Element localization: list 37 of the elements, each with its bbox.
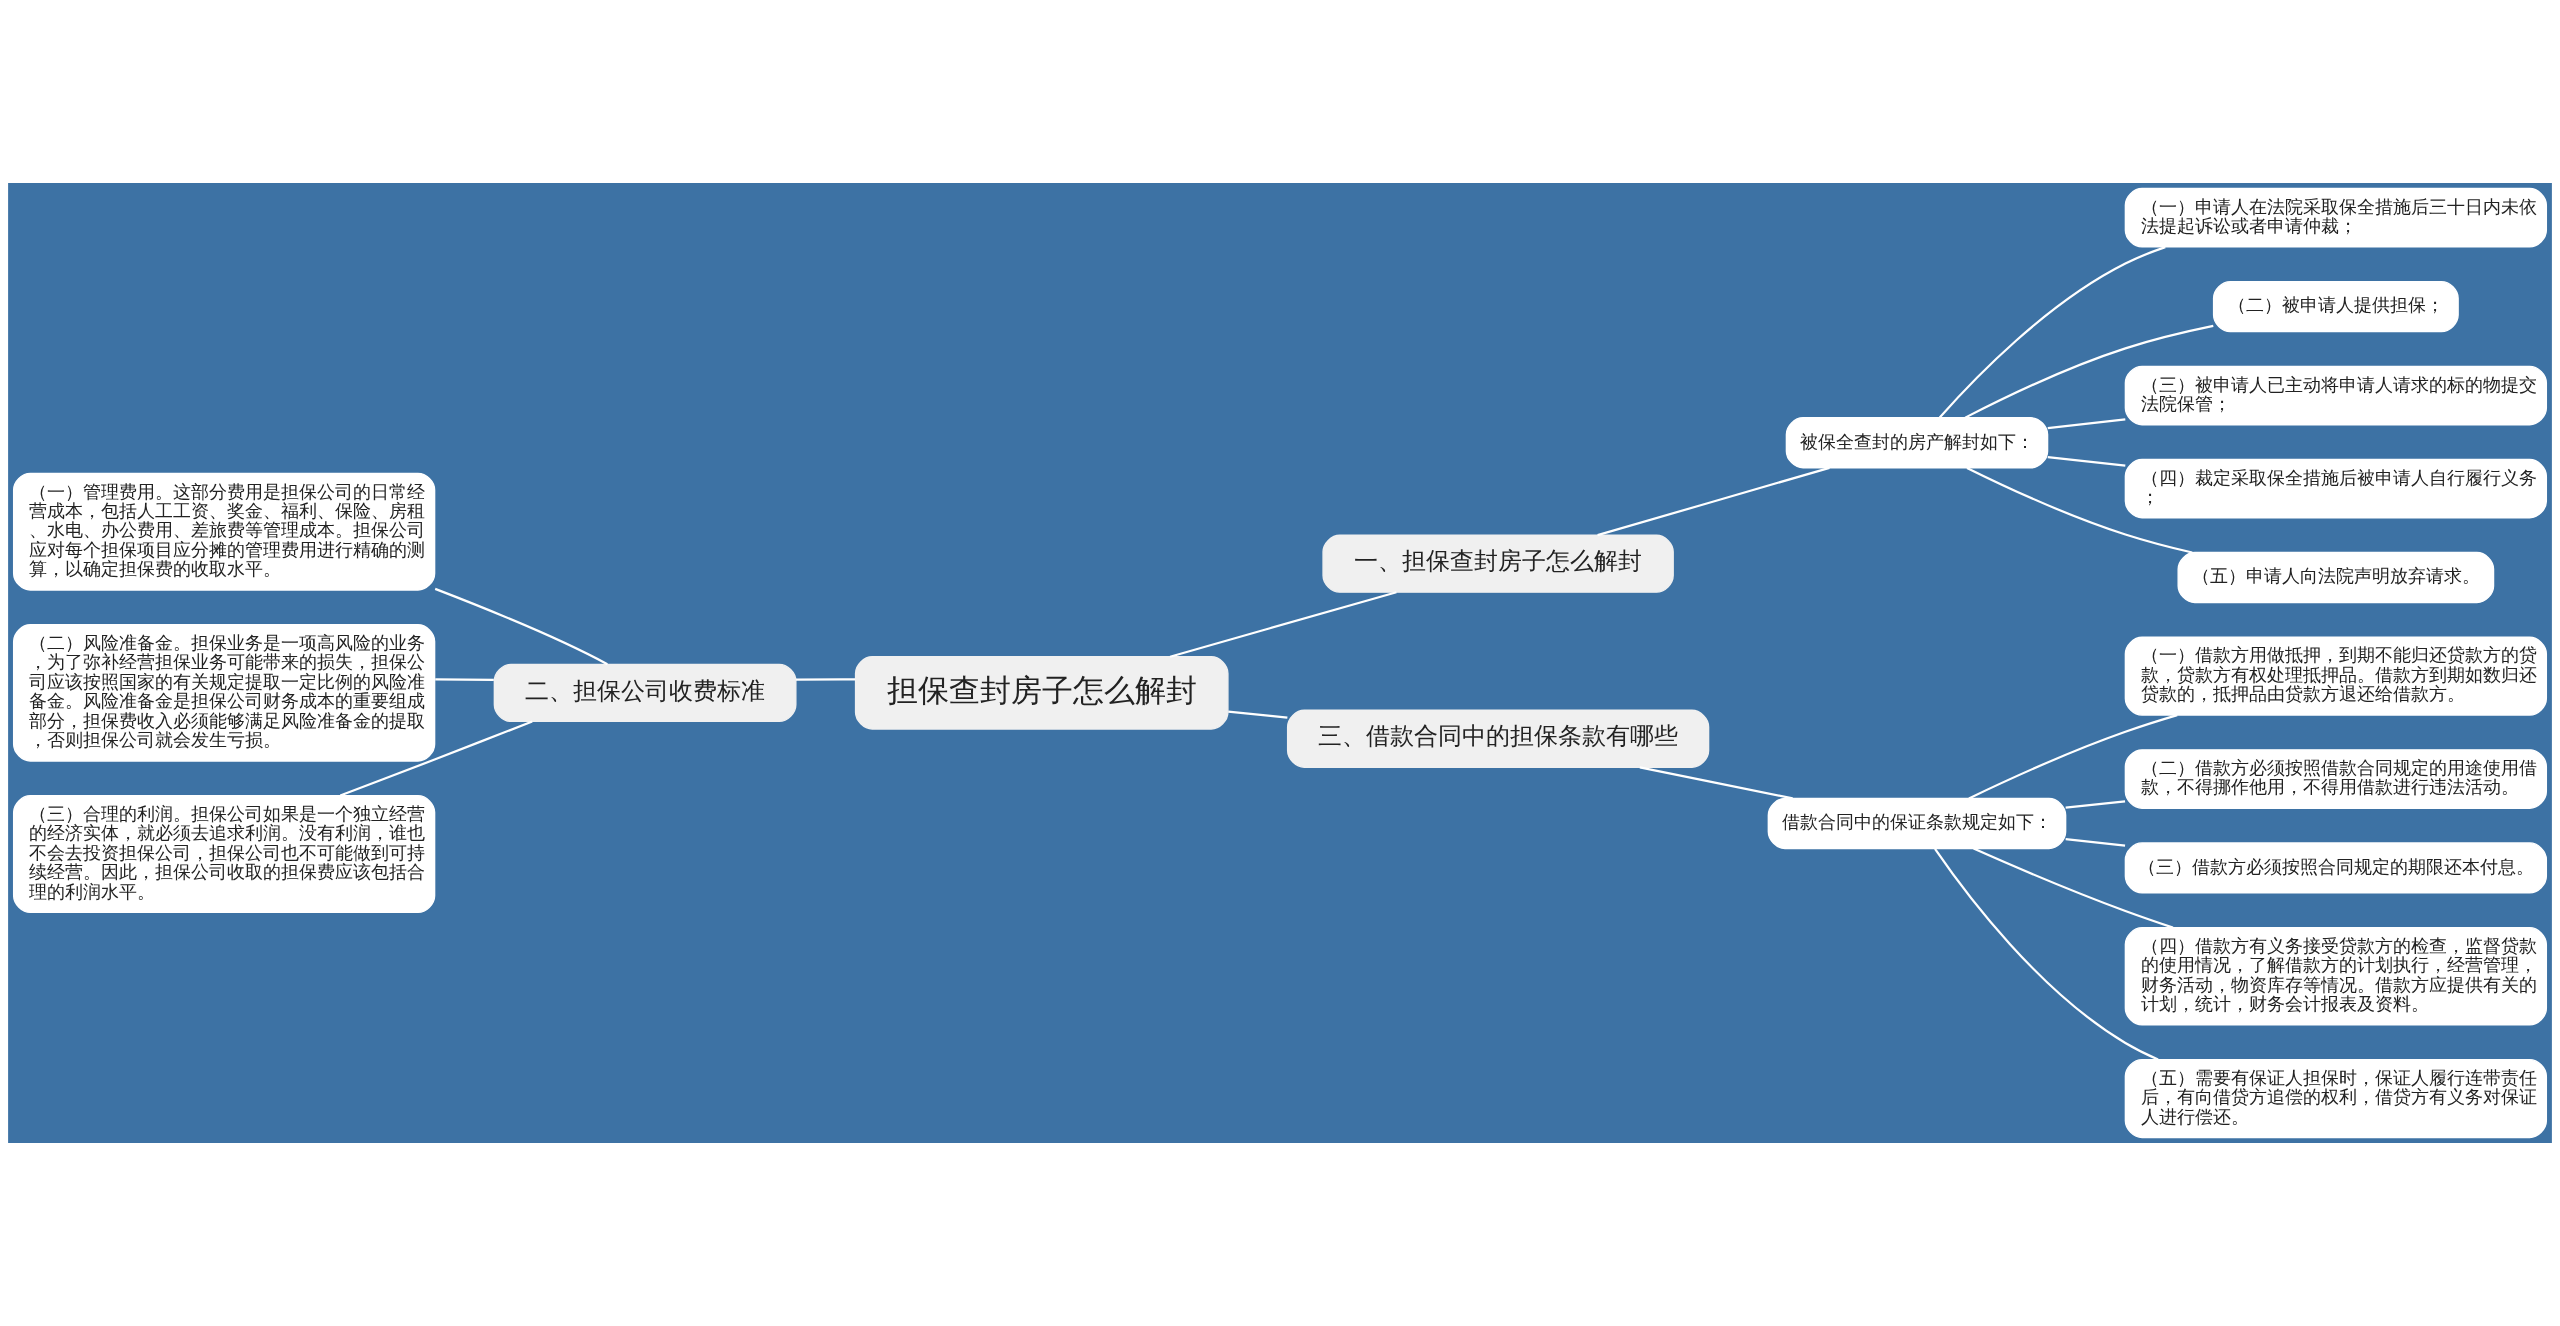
node-box: （二）被申请人提供担保；	[2212, 280, 2459, 333]
node-box: （五）申请人向法院声明放弃请求。	[2177, 551, 2495, 604]
node-box: 一、担保查封房子怎么解封	[1322, 534, 1674, 593]
connector	[339, 720, 533, 797]
node-box: （三）借款方必须按照合同规定的期限还本付息。	[2124, 842, 2548, 894]
node-box: （三）被申请人已主动将申请人请求的标的物提交法院保管；	[2124, 365, 2548, 426]
node-box: （一）借款方用做抵押，到期不能归还贷款方的贷款，贷款方有权处理抵押品。借款方到期如数归还贷款的，抵押品由贷款方退还给借款方。	[2124, 636, 2548, 716]
node-box: 三、借款合同中的担保条款有哪些	[1286, 709, 1710, 768]
connector	[1968, 714, 2178, 800]
node-box: 借款合同中的保证条款规定如下：	[1767, 797, 2067, 850]
connector	[1973, 847, 2174, 929]
node-box: （一）申请人在法院采取保全措施后三十日内未依法提起诉讼或者申请仲裁；	[2124, 187, 2548, 248]
node-box: （五）需要有保证人担保时，保证人履行连带责任后，有向借贷方追偿的权利，借贷方有义务对保证人进行偿还。	[2124, 1058, 2548, 1139]
connector	[2065, 838, 2126, 847]
node-box: （四）借款方有义务接受贷款方的检查，监督贷款的使用情况，了解借款方的计划执行，经营管理，财务活动，物资库存等情况。借款方应提供有关的计划，统计，财务会计报表及资料。	[2124, 926, 2548, 1026]
connector	[2065, 800, 2126, 809]
connector	[2047, 455, 2126, 467]
connector	[1934, 848, 2159, 1061]
node-box: （三）合理的利润。担保公司如果是一个独立经营的经济实体，就必须去追求利润。没有利润，谁也不会去投资担保公司，担保公司也不可能做到可持续经营。因此，担保公司收取的担保费应该包括合理的利润水平。	[12, 795, 436, 914]
node-box: 二、担保公司收费标准	[493, 663, 797, 723]
connector	[434, 587, 608, 666]
connector	[1639, 766, 1793, 800]
node-box: （二）风险准备金。担保业务是一项高风险的业务，为了弥补经营担保业务可能带来的损失，担保公司应该按照国家的有关规定提取一定比例的风险准备金。风险准备金是担保公司财务成本的重要组成部分，担保费收入必须能够满足风险准备金的提取，否则担保公司就会发生亏损。	[12, 624, 436, 762]
connector	[1169, 591, 1397, 658]
node-box: （四）裁定采取保全措施后被申请人自行履行义务；	[2124, 458, 2548, 519]
connector	[1964, 324, 2214, 419]
node-box: 担保查封房子怎么解封	[854, 656, 1229, 730]
node-box: （二）借款方必须按照借款合同规定的用途使用借款，不得挪作他用，不得用借款进行违法活动。	[2124, 749, 2548, 809]
connector	[1938, 246, 2166, 419]
connector	[1966, 466, 2193, 554]
connector	[435, 678, 494, 681]
connector	[1228, 710, 1288, 719]
connector	[1597, 466, 1830, 537]
connector	[795, 678, 856, 681]
node-box: （一）管理费用。这部分费用是担保公司的日常经营成本，包括人工工资、奖金、福利、保险、房租、水电、办公费用、差旅费等管理成本。担保公司应对每个担保项目应分摊的管理费用进行精确的测算，以确定担保费的收取水平。	[12, 472, 436, 591]
connector	[2047, 418, 2126, 430]
node-box: 被保全查封的房产解封如下：	[1785, 417, 2049, 469]
